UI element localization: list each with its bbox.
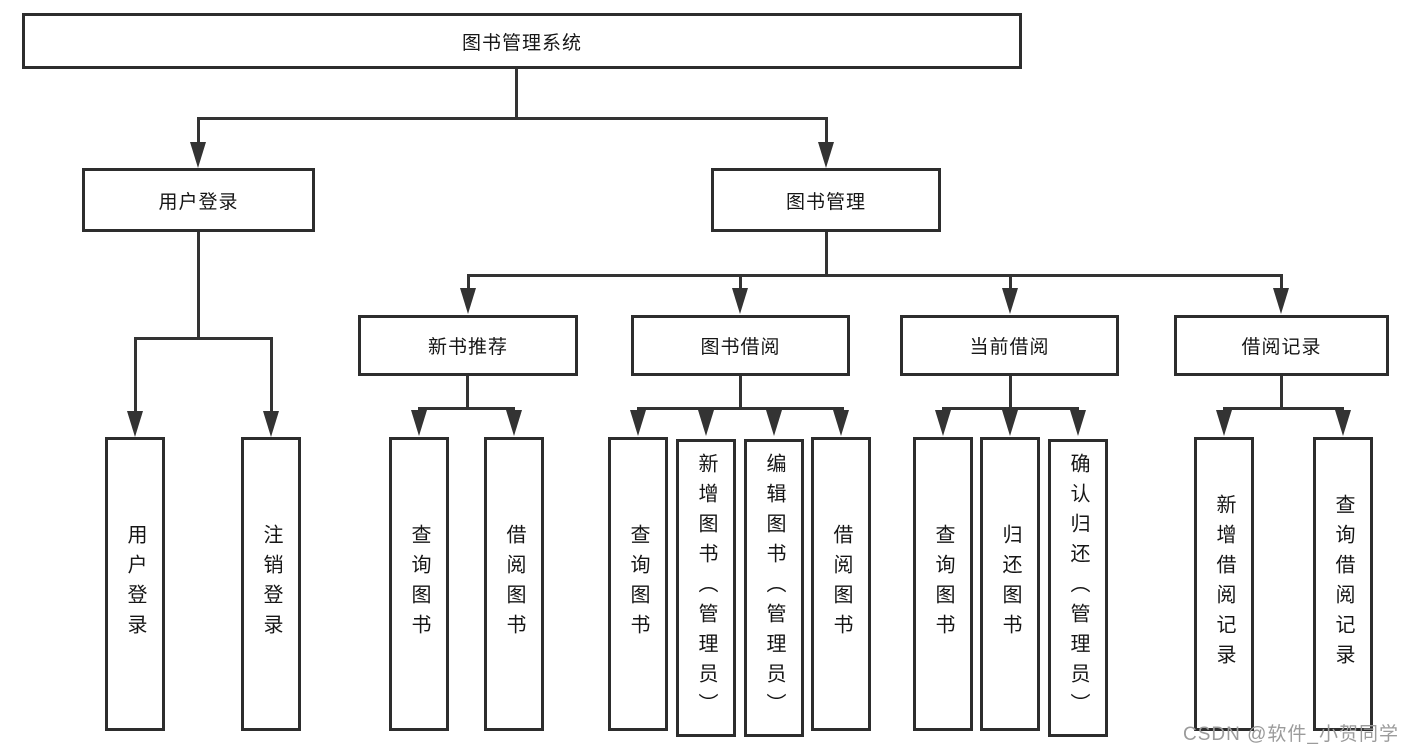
connector-stub-new-book: [467, 274, 470, 290]
node-label: 图书借阅: [700, 337, 781, 358]
leaf-borrow-books-newrec: 借阅图书: [484, 437, 544, 731]
connector-records-rail: [1223, 407, 1344, 410]
leaf-borrow-books-borrow: 借阅图书: [811, 437, 871, 731]
node-label: 用户登录: [158, 191, 239, 213]
node-label: 新书推荐: [427, 337, 508, 358]
arrowhead-leaf: [630, 410, 646, 436]
node-label: 图书管理系统: [461, 32, 582, 54]
arrowhead-new-book: [460, 288, 476, 314]
arrowhead-current-borrow: [1002, 288, 1018, 314]
arrowhead-leaf: [1335, 410, 1351, 436]
connector-newrec-stem: [466, 376, 469, 408]
leaf-query-books-current: 查询图书: [913, 437, 973, 731]
node-user-login: 用户登录: [82, 168, 315, 232]
leaf-label: 注销登录: [260, 524, 282, 644]
leaf-label: 归还图书: [999, 524, 1021, 644]
leaf-label: 新增图书（管理员）: [695, 453, 717, 723]
node-label: 图书管理: [785, 191, 866, 213]
leaf-return-books: 归还图书: [980, 437, 1040, 731]
arrowhead-leaf: [1002, 410, 1018, 436]
node-library-system: 图书管理系统: [22, 13, 1022, 69]
connector-level1-rail: [197, 117, 828, 120]
arrowhead-borrow-records: [1273, 288, 1289, 314]
node-borrowing-records: 借阅记录: [1174, 315, 1389, 376]
node-label: 当前借阅: [969, 337, 1050, 358]
connector-current-stem: [1009, 376, 1012, 408]
leaf-confirm-return-admin: 确认归还（管理员）: [1048, 439, 1108, 737]
arrowhead-leaf-login: [127, 411, 143, 437]
arrowhead-user-login: [190, 142, 206, 168]
leaf-label: 查询图书: [932, 524, 954, 644]
leaf-logout: 注销登录: [241, 437, 301, 731]
leaf-label: 新增借阅记录: [1213, 494, 1235, 674]
leaf-label: 用户登录: [124, 524, 146, 644]
arrowhead-book-mgmt: [818, 142, 834, 168]
connector-newrec-rail: [418, 407, 515, 410]
arrowhead-leaf: [1216, 410, 1232, 436]
node-new-book-recommend: 新书推荐: [358, 315, 578, 376]
connector-stub-leaf-login: [134, 337, 137, 412]
connector-stub-borrow-records: [1280, 274, 1283, 290]
node-label: 借阅记录: [1241, 337, 1322, 358]
arrowhead-leaf: [506, 410, 522, 436]
leaf-query-books-borrow: 查询图书: [608, 437, 668, 731]
leaf-label: 查询图书: [627, 524, 649, 644]
leaf-label: 查询图书: [408, 524, 430, 644]
leaf-edit-books-admin: 编辑图书（管理员）: [744, 439, 804, 737]
leaf-add-borrow-record: 新增借阅记录: [1194, 437, 1254, 731]
arrowhead-leaf: [698, 410, 714, 436]
connector-stub-book-mgmt: [825, 117, 828, 143]
connector-records-stem: [1280, 376, 1283, 408]
leaf-query-borrow-record: 查询借阅记录: [1313, 437, 1373, 731]
connector-root-stem: [515, 69, 518, 117]
connector-current-rail: [942, 407, 1079, 410]
connector-borrow-stem: [739, 376, 742, 408]
leaf-label: 借阅图书: [830, 524, 852, 644]
csdn-watermark: CSDN @软件_小贺同学: [1183, 724, 1399, 745]
connector-user-login-stem: [197, 232, 200, 337]
connector-book-mgmt-stem: [825, 232, 828, 274]
connector-stub-leaf-logout: [270, 337, 273, 412]
leaf-query-books-newrec: 查询图书: [389, 437, 449, 731]
arrowhead-leaf: [766, 410, 782, 436]
node-current-borrowing: 当前借阅: [900, 315, 1119, 376]
connector-stub-book-borrow: [739, 274, 742, 290]
arrowhead-leaf: [833, 410, 849, 436]
connector-stub-current-borrow: [1009, 274, 1012, 290]
arrowhead-leaf-logout: [263, 411, 279, 437]
arrowhead-leaf: [935, 410, 951, 436]
leaf-label: 借阅图书: [503, 524, 525, 644]
connector-level3-rail: [467, 274, 1283, 277]
leaf-label: 确认归还（管理员）: [1067, 453, 1089, 723]
leaf-label: 查询借阅记录: [1332, 494, 1354, 674]
arrowhead-leaf: [411, 410, 427, 436]
leaf-label: 编辑图书（管理员）: [763, 453, 785, 723]
leaf-user-login: 用户登录: [105, 437, 165, 731]
connector-user-login-rail: [134, 337, 273, 340]
arrowhead-book-borrow: [732, 288, 748, 314]
connector-borrow-rail: [637, 407, 844, 410]
node-book-management: 图书管理: [711, 168, 941, 232]
connector-stub-user-login: [197, 117, 200, 143]
node-book-borrowing: 图书借阅: [631, 315, 850, 376]
leaf-add-books-admin: 新增图书（管理员）: [676, 439, 736, 737]
arrowhead-leaf: [1070, 410, 1086, 436]
